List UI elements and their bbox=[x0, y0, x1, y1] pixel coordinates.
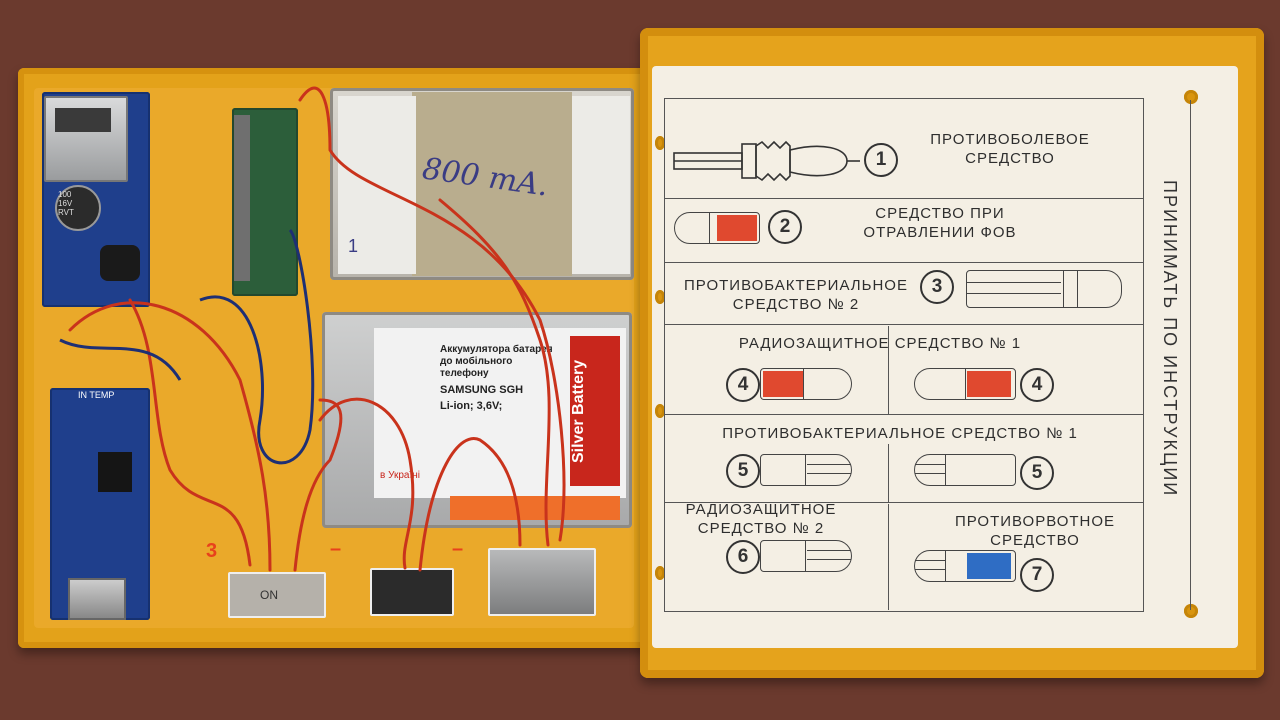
item-number-5a: 5 bbox=[726, 454, 760, 488]
capacitor-label: 100 16V RVT bbox=[58, 190, 74, 217]
item-number-4a: 4 bbox=[726, 368, 760, 402]
battery-2-origin: в Україні bbox=[380, 470, 421, 481]
metal-strip bbox=[234, 115, 250, 281]
switch-1 bbox=[228, 572, 326, 618]
grid-divider bbox=[888, 504, 889, 610]
battery-2-spec: Li-ion; 3,6V; bbox=[440, 400, 503, 412]
card-slot-4 bbox=[655, 566, 665, 580]
battery-mark: 1 bbox=[348, 236, 359, 256]
usb-slot bbox=[55, 108, 111, 132]
item-label-6: Радиозащитное средство № 2 bbox=[685, 501, 837, 537]
item-label-3: Противобактериальное средство № 2 bbox=[684, 277, 908, 313]
item-number-3: 3 bbox=[920, 270, 954, 304]
battery-2-brand: Silver Battery bbox=[570, 336, 620, 486]
board-label: IN TEMP bbox=[78, 390, 115, 400]
card-hole-top bbox=[1184, 90, 1198, 104]
grid-line bbox=[664, 262, 1144, 263]
capsule-4b bbox=[914, 368, 1016, 400]
capsule-7 bbox=[914, 550, 1016, 582]
grid-divider bbox=[888, 444, 889, 502]
inductor bbox=[100, 245, 140, 281]
marker-dash-1: – bbox=[330, 538, 342, 560]
capsule-2 bbox=[674, 212, 760, 244]
grid-line bbox=[664, 414, 1144, 415]
item-label-4: Радиозащитное средство № 1 bbox=[738, 335, 1022, 352]
battery-2-orange-strip bbox=[450, 496, 620, 520]
item-label-7: Противорвотное средство bbox=[954, 513, 1116, 549]
card-slot-2 bbox=[655, 290, 665, 304]
capsule-5b bbox=[914, 454, 1016, 486]
card-hole-bottom bbox=[1184, 604, 1198, 618]
switch-1-label: ON bbox=[260, 588, 278, 602]
capsule-6 bbox=[760, 540, 852, 572]
marker-dash-2: – bbox=[452, 538, 464, 560]
card-vertical-text: Принимать по инструкции bbox=[1160, 180, 1180, 498]
battery-2-title: Аккумулятора батарея до мобільного телеф… bbox=[440, 344, 553, 379]
item-number-5b: 5 bbox=[1020, 456, 1054, 490]
grid-line bbox=[664, 198, 1144, 199]
grid-line bbox=[664, 324, 1144, 325]
capsule-3 bbox=[966, 270, 1122, 308]
grid-line bbox=[664, 502, 1144, 503]
switch-2 bbox=[370, 568, 454, 616]
syringe-icon bbox=[673, 140, 860, 182]
capacitor bbox=[55, 185, 101, 231]
capsule-4a bbox=[760, 368, 852, 400]
item-number-7: 7 bbox=[1020, 558, 1054, 592]
item-label-2: Средство при отравлении ФОВ bbox=[863, 205, 1017, 241]
connector bbox=[488, 548, 596, 616]
item-number-2: 2 bbox=[768, 210, 802, 244]
side-line bbox=[1190, 100, 1191, 610]
grid-divider bbox=[888, 326, 889, 414]
ic-chip bbox=[98, 452, 132, 492]
card-slot-1 bbox=[655, 136, 665, 150]
item-number-4b: 4 bbox=[1020, 368, 1054, 402]
item-label-1: Противоболевое средство bbox=[930, 131, 1090, 167]
mini-usb-port bbox=[68, 578, 126, 620]
card-grid bbox=[664, 98, 1144, 612]
capsule-5a bbox=[760, 454, 852, 486]
card-slot-3 bbox=[655, 404, 665, 418]
battery-1-tape-right bbox=[572, 96, 630, 274]
item-number-1: 1 bbox=[864, 143, 898, 177]
battery-2-model: SAMSUNG SGH bbox=[440, 384, 524, 396]
marker-3: 3 bbox=[206, 540, 218, 562]
item-number-6: 6 bbox=[726, 540, 760, 574]
item-label-5: Противобактериальное средство № 1 bbox=[722, 425, 1078, 442]
